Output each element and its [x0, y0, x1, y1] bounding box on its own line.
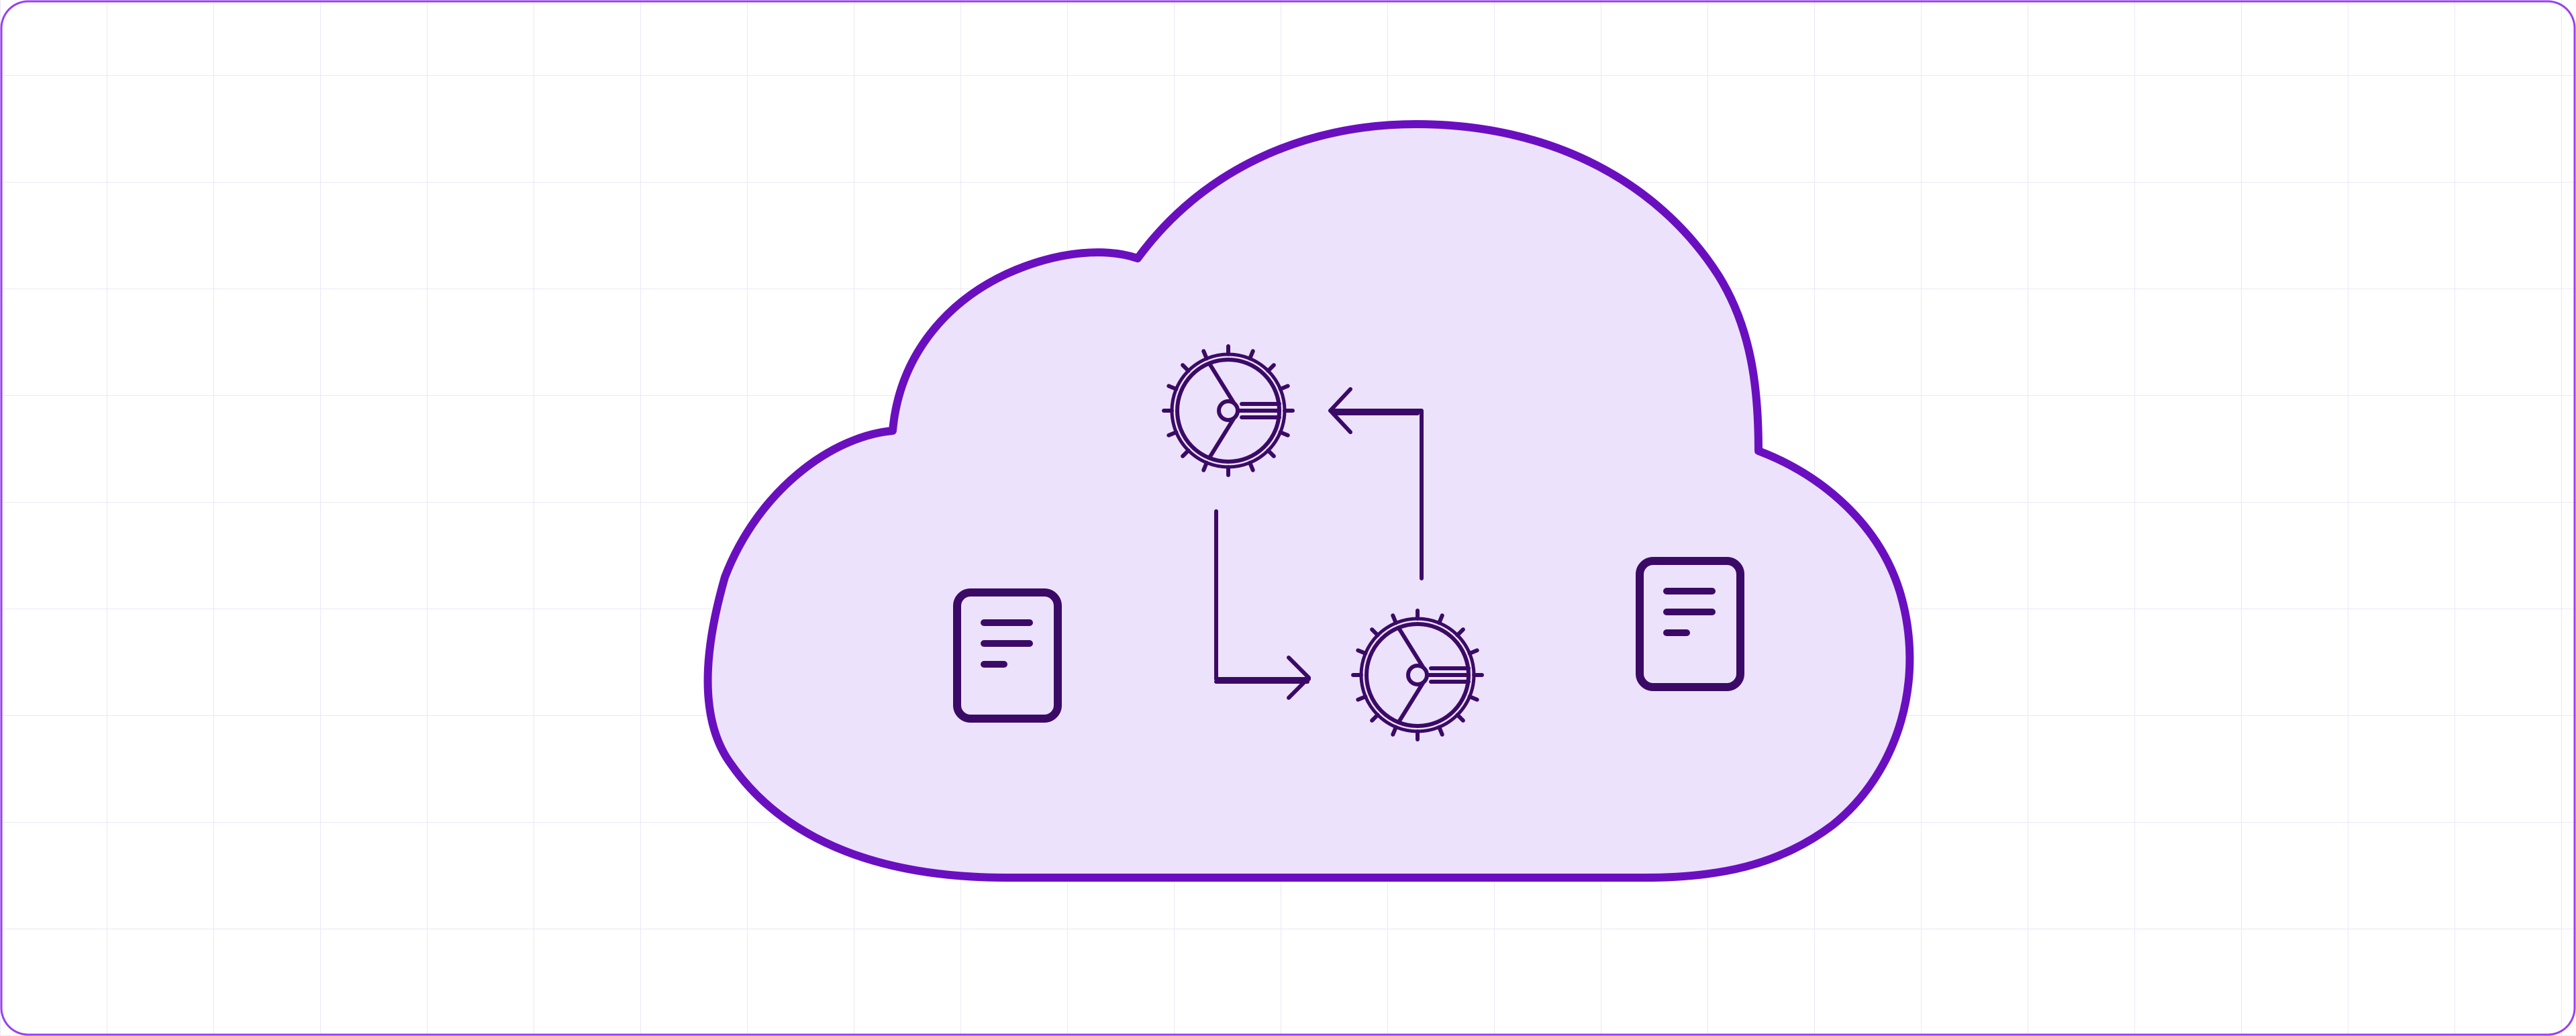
- arrow-top-to-bottom-gear-icon: [1214, 509, 1311, 700]
- cloud-shape: [703, 120, 1914, 882]
- arrow-bottom-to-top-gear-icon: [1328, 387, 1424, 580]
